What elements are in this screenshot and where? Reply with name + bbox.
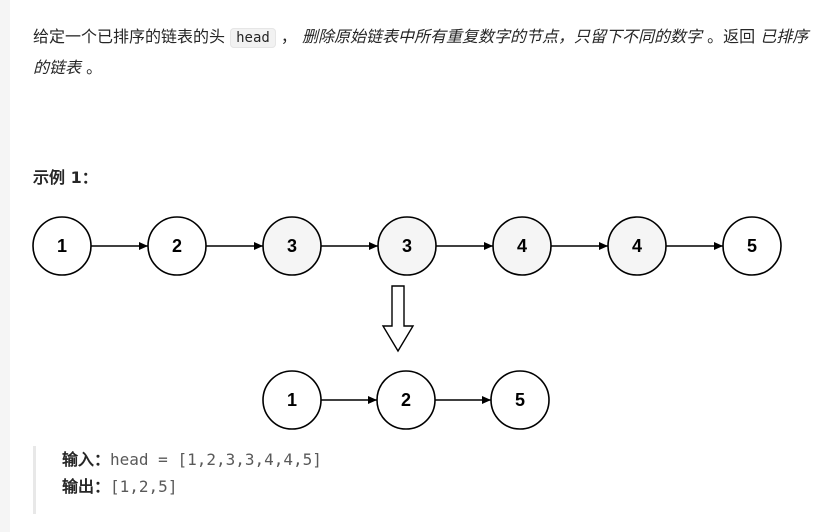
statement-text-2: ， (275, 27, 302, 46)
statement-text-4: 。 (81, 58, 103, 77)
input-list-node (492, 216, 552, 276)
output-value: [1,2,5] (110, 477, 178, 496)
statement-emphasis-2: 已排序的链表 (33, 27, 809, 77)
input-list-node (32, 216, 92, 276)
input-list-node-value: 3 (402, 236, 412, 256)
input-linked-list: 1 2 3 3 4 4 5 (32, 216, 782, 276)
linked-list-diagram: 1 2 3 3 4 4 5 1 2 5 (32, 216, 782, 430)
output-list-node-value: 2 (401, 390, 411, 410)
input-list-node-value: 1 (57, 236, 67, 256)
example-io-block: 输入：head = [1,2,3,3,4,4,5] 输出：[1,2,5] (33, 446, 823, 514)
example-title: 示例 1： (33, 168, 98, 187)
output-list-node (490, 370, 550, 430)
output-label: 输出： (62, 477, 111, 496)
output-linked-list: 1 2 5 (262, 370, 550, 430)
problem-statement: 给定一个已排序的链表的头 head ， 删除原始链表中所有重复数字的节点，只留下… (33, 22, 813, 83)
input-list-node-value: 4 (517, 236, 527, 256)
example-input-line: 输入：head = [1,2,3,3,4,4,5] (62, 446, 823, 473)
input-list-node (262, 216, 322, 276)
statement-text-3: 。返回 (702, 27, 761, 46)
input-list-node-value: 3 (287, 236, 297, 256)
input-value: head = [1,2,3,3,4,4,5] (110, 450, 322, 469)
input-list-node (377, 216, 437, 276)
output-list-node (262, 370, 322, 430)
input-list-node-value: 4 (632, 236, 642, 256)
transform-down-arrow-icon (381, 285, 415, 353)
inline-code-head: head (230, 28, 276, 48)
input-list-node (722, 216, 782, 276)
input-label: 输入： (62, 450, 111, 469)
output-list-node-value: 1 (287, 390, 297, 410)
statement-emphasis-1: 删除原始链表中所有重复数字的节点，只留下不同的数字 (302, 27, 703, 46)
output-list-node (376, 370, 436, 430)
input-list-node (607, 216, 667, 276)
example-output-line: 输出：[1,2,5] (62, 473, 823, 500)
statement-text-1: 给定一个已排序的链表的头 (33, 27, 231, 46)
input-list-node-value: 2 (172, 236, 182, 256)
output-list-node-value: 5 (515, 390, 525, 410)
left-edge-bar (0, 0, 10, 532)
input-list-node-value: 5 (747, 236, 757, 256)
input-list-node (147, 216, 207, 276)
